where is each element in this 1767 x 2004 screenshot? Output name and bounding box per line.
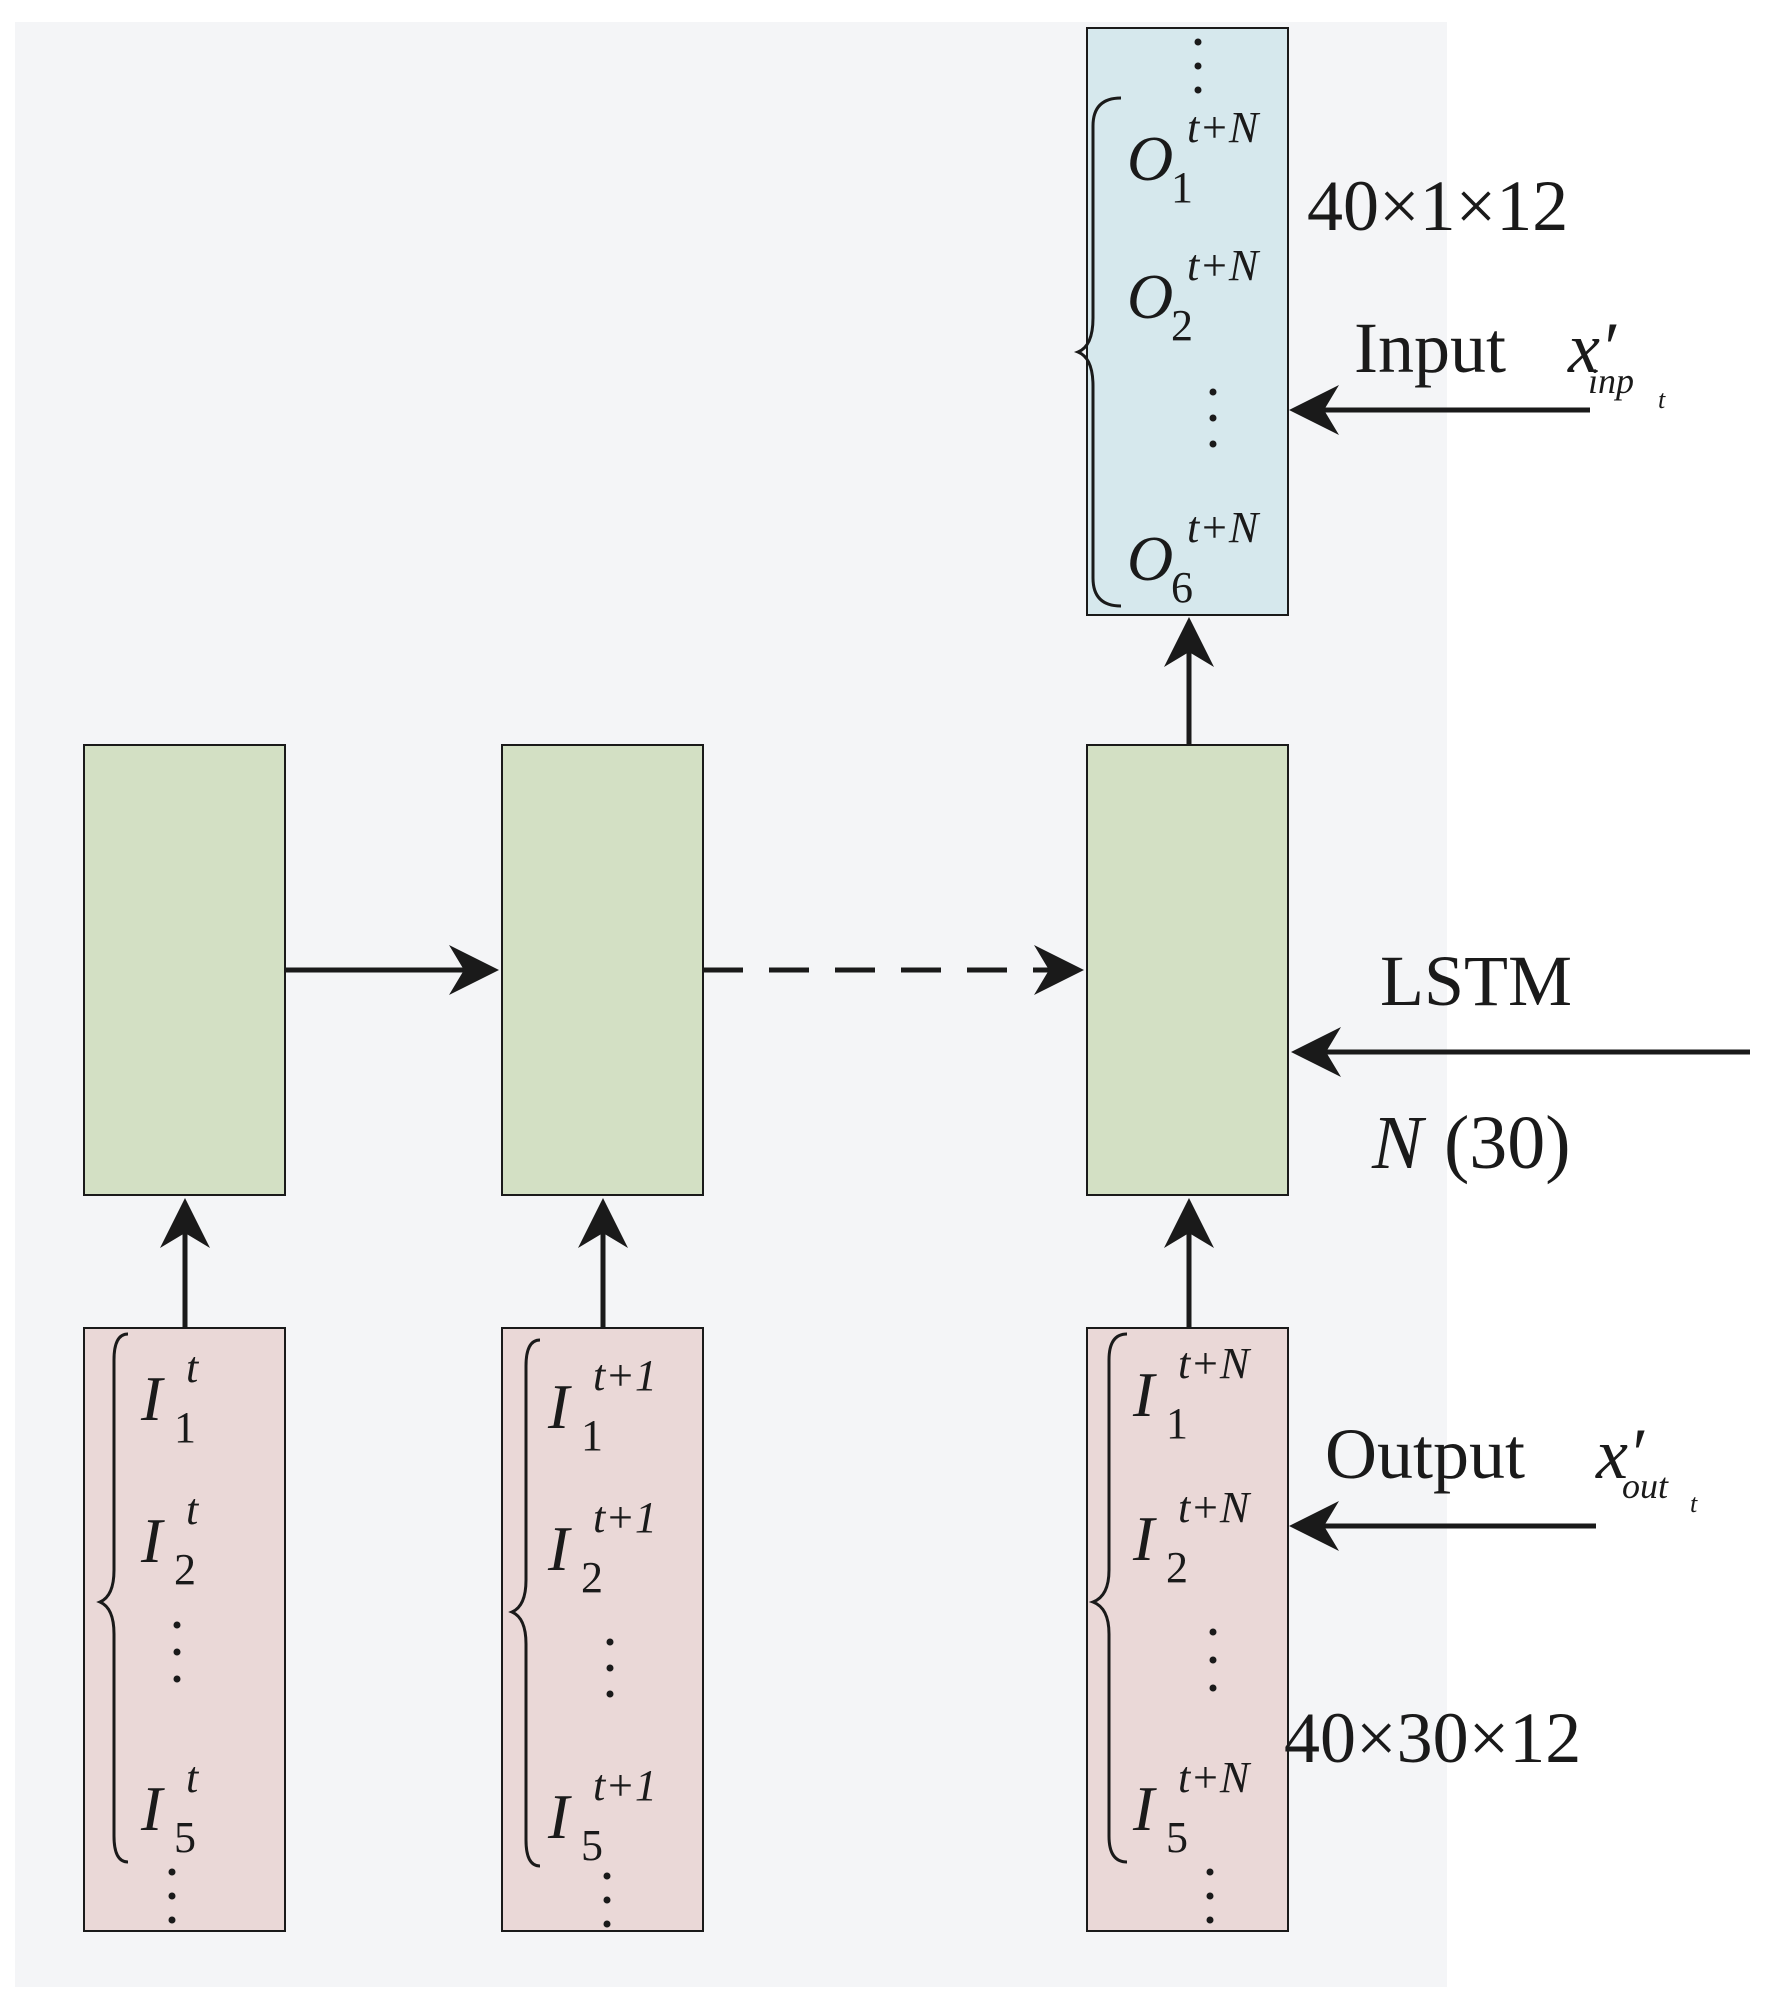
input-block-n-item-1-sub: 1 [1166, 1399, 1188, 1448]
input-block-n [1086, 1327, 1289, 1932]
input-block-n-item-5-sup: t+N [1178, 1753, 1252, 1802]
input-block-1-item-2-sub: 2 [174, 1545, 196, 1594]
input-block-2-item-5-sub: 5 [581, 1821, 603, 1870]
lstm-label: LSTM [1380, 941, 1572, 1021]
ellipsis-icon [1209, 1628, 1217, 1692]
output-block [1086, 27, 1289, 616]
input-block-1-item-1-symbol: I [140, 1363, 165, 1434]
output-label-word: Output [1325, 1414, 1525, 1494]
input-label-subsub: t [1658, 385, 1666, 414]
output-item-2-sub: 2 [1171, 301, 1193, 350]
input-block-n-item-5-sub: 5 [1166, 1813, 1188, 1862]
input-block-n-item-2-sup: t+N [1178, 1483, 1252, 1532]
input-label-subscript: inp [1588, 361, 1634, 401]
output-item-6-symbol: O [1127, 523, 1173, 594]
brace-icon [1073, 96, 1122, 608]
input-shape-label: 40×30×12 [1284, 1698, 1581, 1778]
ellipsis-icon [606, 1638, 614, 1698]
input-label-symbol: x′ [1567, 308, 1617, 388]
ellipsis-icon [1206, 1868, 1214, 1924]
lstm-cell-2 [501, 744, 704, 1196]
ellipsis-icon [1194, 38, 1202, 94]
input-block-n-item-1-sup: t+N [1178, 1339, 1252, 1388]
ellipsis-icon [603, 1872, 611, 1928]
output-item-2-symbol: O [1127, 261, 1173, 332]
input-block-2-item-1-sup: t+1 [593, 1351, 657, 1400]
input-block-1-item-5-sub: 5 [174, 1813, 196, 1862]
output-item-1-sub: 1 [1171, 163, 1193, 212]
output-item-6-sup: t+N [1187, 503, 1261, 552]
output-item-1-sup: t+N [1187, 103, 1261, 152]
output-shape-label: 40×1×12 [1307, 166, 1568, 246]
lstm-cell-n [1086, 744, 1289, 1196]
brace-icon [1088, 1332, 1128, 1864]
input-block-2-item-1-symbol: I [547, 1371, 572, 1442]
lstm-count-symbol: N [1371, 1101, 1427, 1185]
input-block-1-item-2-symbol: I [140, 1505, 165, 1576]
input-block-2-item-5-sup: t+1 [593, 1761, 657, 1810]
output-item-6-sub: 6 [1171, 563, 1193, 612]
output-item-2-sup: t+N [1187, 241, 1261, 290]
input-block-n-item-2-sub: 2 [1166, 1543, 1188, 1592]
brace-icon [96, 1332, 129, 1864]
input-block-n-item-2-symbol: I [1132, 1503, 1157, 1574]
input-block-2-item-2-sub: 2 [581, 1553, 603, 1602]
input-block-1-item-2-sup: t [186, 1485, 200, 1534]
input-block-1 [83, 1327, 286, 1932]
input-block-1-item-5-symbol: I [140, 1773, 165, 1844]
output-label-subsub: t [1690, 1489, 1698, 1518]
ellipsis-icon [168, 1868, 176, 1924]
input-block-2-item-2-symbol: I [547, 1513, 572, 1584]
output-label-symbol: x′ [1595, 1414, 1645, 1494]
brace-icon [508, 1338, 541, 1868]
input-block-2-item-1-sub: 1 [581, 1411, 603, 1460]
input-block-2-item-2-sup: t+1 [593, 1493, 657, 1542]
ellipsis-icon [173, 1621, 181, 1683]
output-item-1-symbol: O [1127, 123, 1173, 194]
input-block-1-item-5-sup: t [186, 1753, 200, 1802]
input-block-1-item-1-sub: 1 [174, 1403, 196, 1452]
output-label-subscript: out [1622, 1466, 1669, 1506]
ellipsis-icon [1209, 388, 1217, 448]
input-block-2 [501, 1327, 704, 1932]
input-label-word: Input [1354, 308, 1506, 388]
input-block-2-item-5-symbol: I [547, 1781, 572, 1852]
lstm-cell-1 [83, 744, 286, 1196]
lstm-count-value: (30) [1444, 1101, 1571, 1185]
input-block-n-item-5-symbol: I [1132, 1773, 1157, 1844]
input-block-1-item-1-sup: t [186, 1343, 200, 1392]
input-block-n-item-1-symbol: I [1132, 1359, 1157, 1430]
